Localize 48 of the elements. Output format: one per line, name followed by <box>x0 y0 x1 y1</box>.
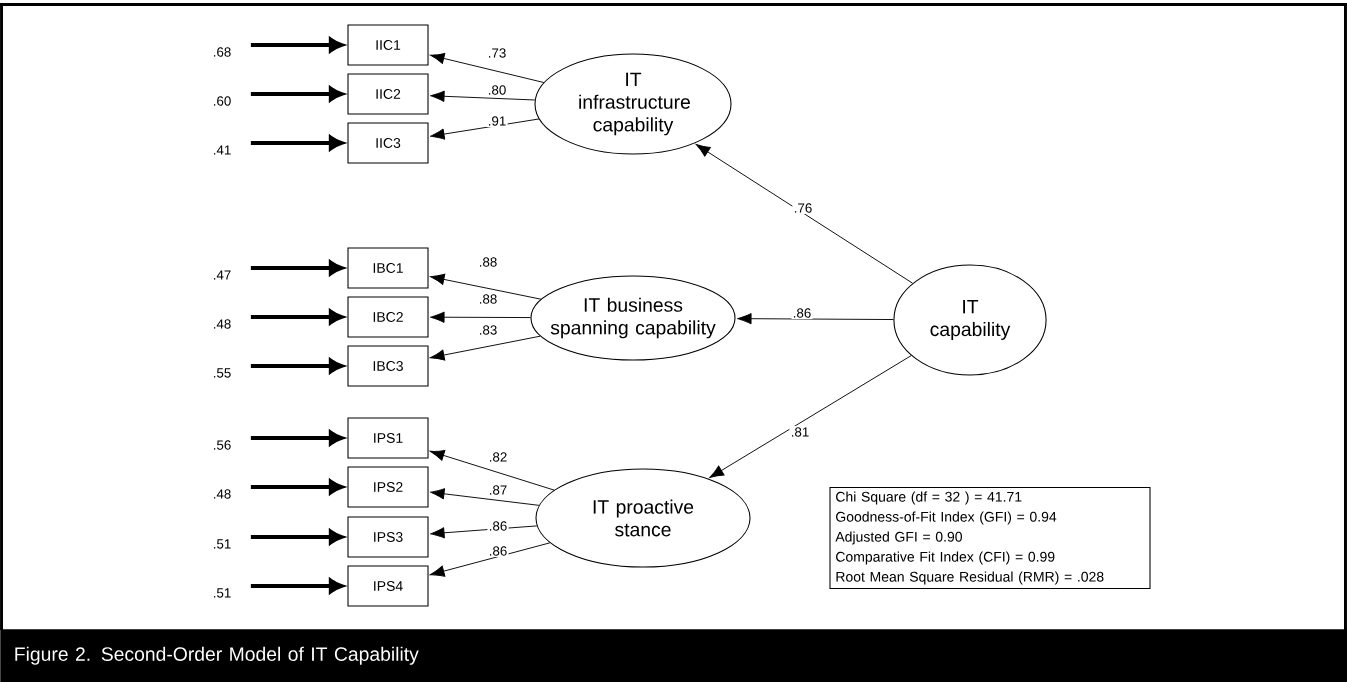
error-value: .48 <box>213 319 231 329</box>
edge-label: .73 <box>486 46 508 60</box>
edge-label: .81 <box>789 425 811 439</box>
error-value: .55 <box>213 368 231 378</box>
error-value: .51 <box>213 588 231 598</box>
arrow <box>429 118 540 140</box>
indicator-box: IPS3 <box>347 516 429 558</box>
arrow <box>430 311 531 323</box>
edge-label: .88 <box>477 255 499 269</box>
edge-label: .91 <box>486 114 508 128</box>
error-value: .47 <box>213 270 231 280</box>
indicator-box: IPS4 <box>347 565 429 607</box>
error-value: .68 <box>213 47 231 57</box>
indicator-box: IIC3 <box>347 122 429 164</box>
arrow <box>429 542 551 577</box>
error-value: .48 <box>213 489 231 499</box>
indicator-box: IIC1 <box>347 24 429 66</box>
fit-statistics-box: Chi Square (df = 32 ) = 41.71 Goodness-of-Fit Index (GFI) = 0.94 Adjusted GFI = 0.90 Comparative Fit Index (CFI) = 0.99 Root Mean Square Residual (RMR) = .028 <box>829 486 1151 590</box>
arrow <box>429 335 541 361</box>
error-value: .56 <box>213 440 231 450</box>
arrow <box>430 90 536 102</box>
indicator-box: IIC2 <box>347 73 429 115</box>
edge-label: .82 <box>487 450 509 464</box>
edge-label: .88 <box>477 292 499 306</box>
indicator-box: IPS1 <box>347 417 429 459</box>
arrow <box>429 273 542 300</box>
edge-label: .83 <box>477 323 499 337</box>
error-value: .60 <box>213 96 231 106</box>
error-value: .41 <box>213 145 231 155</box>
indicator-box: IBC3 <box>347 345 429 387</box>
arrow <box>429 52 545 83</box>
arrow <box>430 525 538 539</box>
edge-label: .86 <box>791 306 813 320</box>
arrow <box>429 449 555 491</box>
indicator-box: IPS2 <box>347 466 429 508</box>
arrow <box>695 144 914 284</box>
arrow <box>709 355 912 479</box>
caption-banner: Figure 2. Second-Order Model of IT Capability <box>0 629 1347 682</box>
indicator-box: IBC1 <box>347 247 429 289</box>
edge-label: .76 <box>792 201 814 215</box>
edge-label: .87 <box>487 483 509 497</box>
arrow <box>430 488 540 506</box>
error-value: .51 <box>213 539 231 549</box>
edge-label: .80 <box>486 83 508 97</box>
arrow <box>737 313 894 325</box>
edge-label: .86 <box>487 544 509 558</box>
edge-label: .86 <box>487 519 509 533</box>
indicator-box: IBC2 <box>347 296 429 338</box>
